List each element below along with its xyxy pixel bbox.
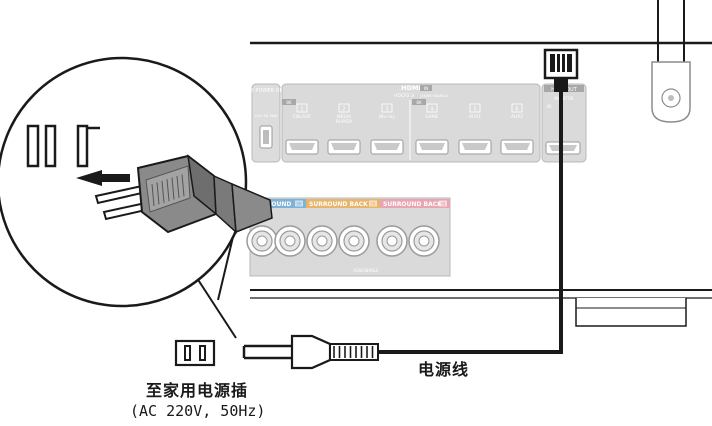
monitor-sub: MONITOR xyxy=(554,96,573,101)
hdmi-input-number: 6 xyxy=(515,107,518,113)
hdmi-out-panel: HDMI OUT MONITOR 4K xyxy=(541,83,587,163)
ac-inlet xyxy=(543,48,579,92)
hdmi-input-name: CBL/SAT xyxy=(293,114,312,120)
speaker-group-name: SURROUND xyxy=(253,201,291,208)
speaker-group-header xyxy=(380,199,450,208)
usb-power-port: USB POWER ONLY 5V/1.5A MAX xyxy=(244,83,290,163)
hdmi-input-number: 2 xyxy=(342,107,345,113)
hdmi-input-name: MEDIA xyxy=(337,114,351,120)
speaker-group-name: SURROUND BACK xyxy=(309,201,368,208)
badge-4k: 4K xyxy=(546,104,552,109)
power-cord xyxy=(378,92,563,354)
zoom-power-plug-icon xyxy=(94,154,273,234)
hdmi-input-number: 3 xyxy=(385,107,388,113)
speaker-post xyxy=(376,225,408,257)
hdmi-sub-note: (4K/8K ENABLE) xyxy=(420,94,448,98)
speaker-post xyxy=(274,225,306,257)
wall-outlet-icon xyxy=(174,339,216,367)
zoom-wall-outlet-icon xyxy=(26,124,100,168)
hdmi-title: HDMI xyxy=(401,84,421,92)
speaker-post xyxy=(246,225,278,257)
hdmi-input-panel: HDMI IN HDCP2.3 (4K/8K ENABLE) 8K 8K 1CB… xyxy=(281,83,541,163)
hdmi-input-name: GAME xyxy=(426,114,439,120)
hdmi-input-name: Blu-ray xyxy=(379,114,395,120)
badge-8k-a: 8K xyxy=(286,100,292,105)
speaker-group-header xyxy=(306,199,380,208)
outlet-spec-label: (AC 220V, 50Hz) xyxy=(130,402,266,420)
speaker-group-name: SURROUND BACK xyxy=(383,201,442,208)
receiver-foot xyxy=(575,298,687,327)
hdmi-input-number: 5 xyxy=(473,107,476,113)
usb-rating: 5V/1.5A MAX xyxy=(254,114,278,118)
usb-label: USB POWER ONLY xyxy=(244,88,290,94)
speaker-post xyxy=(408,225,440,257)
hdmi-input-name: PLAYER xyxy=(336,119,352,125)
outlet-label: 至家用电源插 xyxy=(146,381,249,400)
hdmi-input-name: AUX1 xyxy=(469,114,481,120)
hdmi-sub: HDCP2.3 xyxy=(394,93,414,99)
hdmi-input-name: AUX2 xyxy=(511,114,523,120)
zoom-callout xyxy=(0,56,273,339)
hdmi-input-number: 4 xyxy=(430,107,433,113)
antenna-icon xyxy=(651,0,691,123)
hdmi-in-badge: IN xyxy=(424,86,429,92)
speaker-post xyxy=(306,225,338,257)
speaker-group-badge: SR xyxy=(296,202,302,207)
insert-arrow-icon xyxy=(76,170,130,186)
speaker-post xyxy=(338,225,370,257)
badge-8k-b: 8K xyxy=(416,100,422,105)
speaker-group-badge: SB xyxy=(370,202,376,207)
speaker-group-badge: SB xyxy=(440,202,446,207)
speaker-group-header xyxy=(250,199,306,208)
power-plug-icon xyxy=(242,334,379,370)
hdmi-input-number: 1 xyxy=(300,107,303,113)
power-cord-label: 电源线 xyxy=(418,360,470,379)
speaker-caption: ASSIGNABLE xyxy=(353,268,379,273)
